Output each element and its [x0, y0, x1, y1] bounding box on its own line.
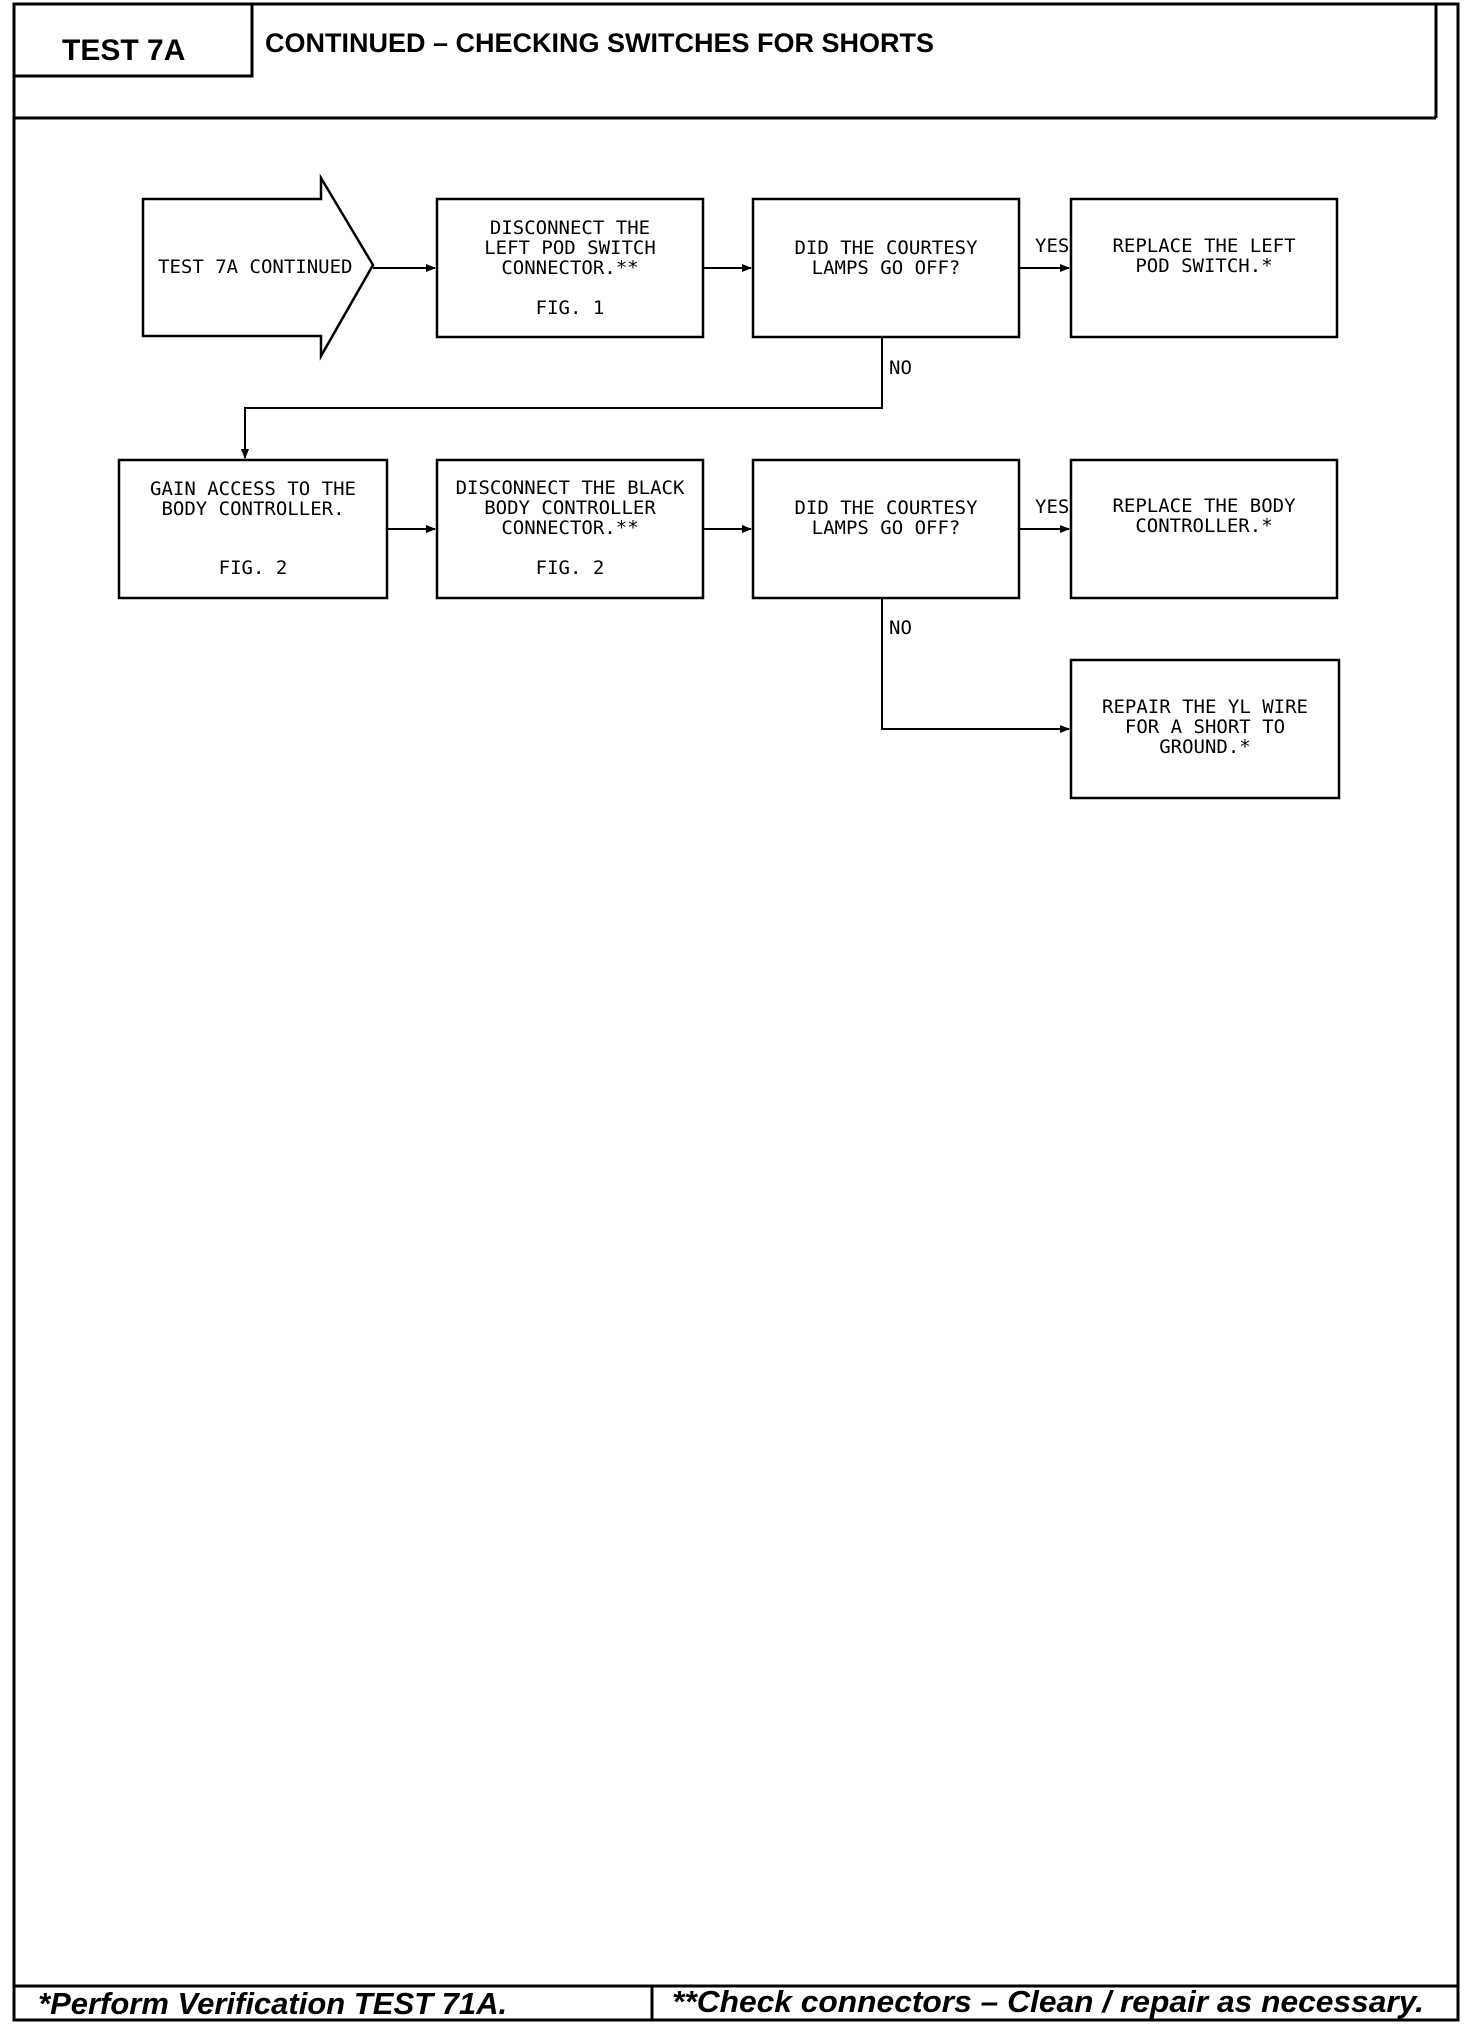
step-text-line: REPAIR THE YL WIRE [1102, 696, 1308, 718]
footnote-connectors: **Check connectors – Clean / repair as n… [672, 1984, 1424, 2019]
start-label: TEST 7A CONTINUED [158, 256, 352, 278]
decision-courtesy-lamps-1: DID THE COURTESY LAMPS GO OFF? [751, 197, 1021, 339]
page-frame [12, 2, 1460, 2022]
connector-arrow [241, 337, 883, 459]
step-text-line: BODY CONTROLLER [484, 497, 656, 519]
step-text-line: FOR A SHORT TO [1125, 716, 1285, 738]
step-text-line: CONTROLLER.* [1135, 515, 1272, 537]
step-gain-access: GAIN ACCESS TO THE BODY CONTROLLER. FIG.… [117, 458, 389, 600]
step-text-line: BODY CONTROLLER. [161, 498, 344, 520]
footnote-verification: *Perform Verification TEST 71A. [38, 1986, 507, 2021]
step-text-line: REPLACE THE BODY [1112, 495, 1296, 517]
decision-text-line: DID THE COURTESY [794, 497, 978, 519]
step-repair-yl-wire: REPAIR THE YL WIRE FOR A SHORT TO GROUND… [1069, 658, 1341, 800]
test-id: TEST 7A [62, 34, 185, 67]
step-text-line: DISCONNECT THE BLACK [456, 477, 685, 499]
step-text-line: GAIN ACCESS TO THE [150, 478, 356, 500]
step-text-line: GROUND.* [1159, 736, 1251, 758]
connectors [241, 264, 1070, 733]
figure-reference: FIG. 2 [219, 557, 288, 579]
step-disconnect-left-pod: DISCONNECT THE LEFT POD SWITCH CONNECTOR… [435, 197, 705, 339]
step-text-line: CONNECTOR.** [501, 517, 638, 539]
edge-label-yes: YES [1035, 235, 1069, 257]
test-id-box [12, 2, 254, 78]
page-title: CONTINUED – CHECKING SWITCHES FOR SHORTS [265, 28, 934, 58]
decision-text-line: DID THE COURTESY [794, 237, 978, 259]
step-disconnect-black-connector: DISCONNECT THE BLACK BODY CONTROLLER CON… [435, 458, 705, 600]
decision-text-line: LAMPS GO OFF? [812, 257, 961, 279]
footer: *Perform Verification TEST 71A. **Check … [14, 1984, 1458, 2021]
edge-label-no: NO [889, 357, 912, 379]
connector-arrow [881, 598, 1070, 733]
figure-reference: FIG. 2 [536, 557, 605, 579]
step-text-line: LEFT POD SWITCH [484, 237, 656, 259]
step-text-line: POD SWITCH.* [1135, 255, 1272, 277]
header: TEST 7A CONTINUED – CHECKING SWITCHES FO… [12, 2, 1438, 120]
edge-label-no: NO [889, 617, 912, 639]
step-replace-left-pod: REPLACE THE LEFT POD SWITCH.* [1069, 197, 1339, 339]
step-text-line: DISCONNECT THE [490, 217, 650, 239]
start-node: TEST 7A CONTINUED [141, 173, 375, 361]
step-replace-body-controller: REPLACE THE BODY CONTROLLER.* [1069, 458, 1339, 600]
step-text-line: CONNECTOR.** [501, 257, 638, 279]
step-text-line: REPLACE THE LEFT [1112, 235, 1295, 257]
decision-text-line: LAMPS GO OFF? [812, 517, 961, 539]
figure-reference: FIG. 1 [536, 297, 605, 319]
edge-label-yes: YES [1035, 496, 1069, 518]
decision-courtesy-lamps-2: DID THE COURTESY LAMPS GO OFF? [751, 458, 1021, 600]
